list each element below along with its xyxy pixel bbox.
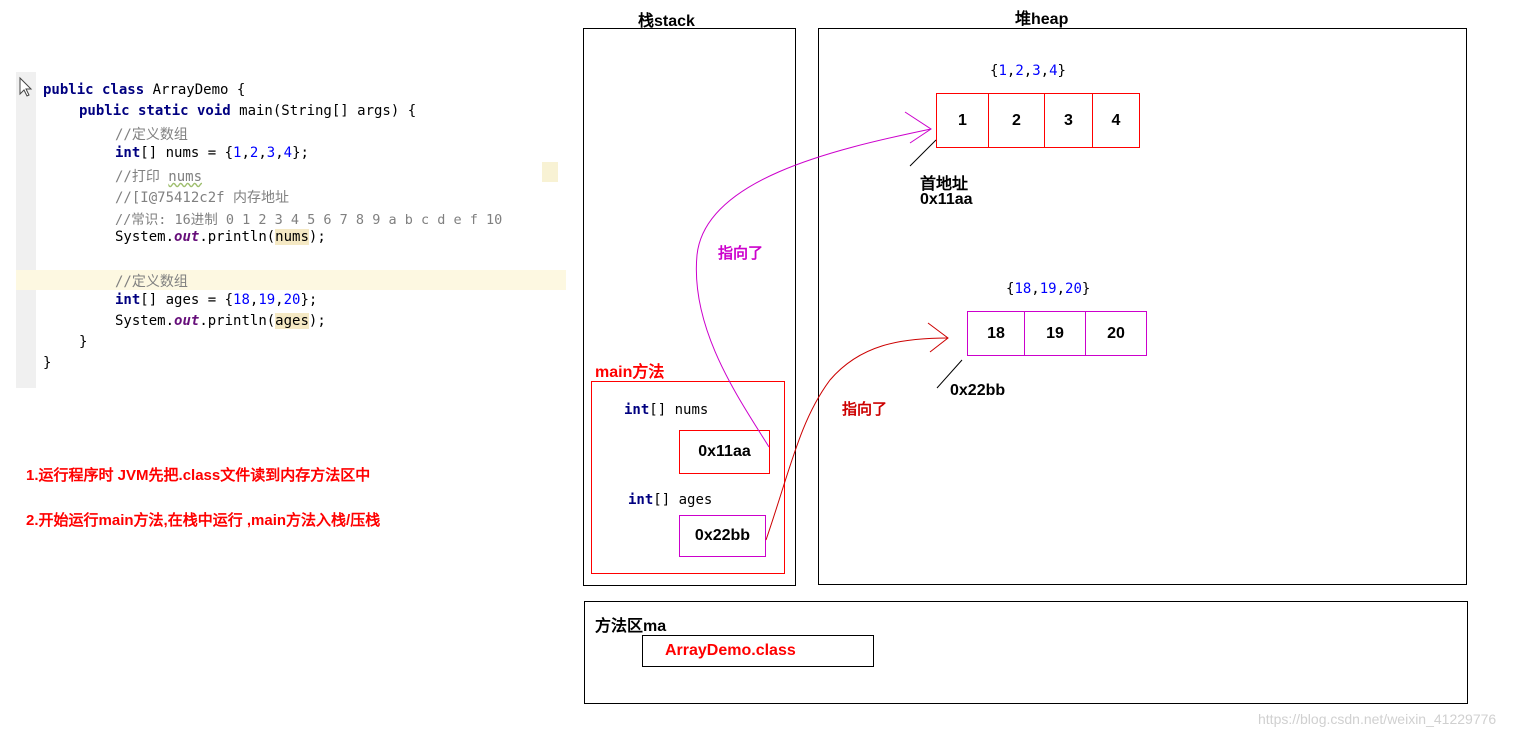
var-nums-value-box: 0x11aa <box>679 430 770 474</box>
method-area-title: 方法区ma <box>595 618 667 635</box>
array1-cell: 4 <box>1111 111 1121 129</box>
array1-literal-label: {1,2,3,4} <box>990 63 1066 79</box>
code-line-2: public static void main(String[] args) { <box>79 103 417 119</box>
array1-cell: 2 <box>989 94 1045 147</box>
array1-cell: 3 <box>1045 94 1093 147</box>
note-step-2: 2.开始运行main方法,在栈中运行 ,main方法入栈/压栈 <box>26 512 381 529</box>
var-ages-value-box: 0x22bb <box>679 515 766 557</box>
pointer-label-nums: 指向了 <box>718 245 764 262</box>
array1: 1 2 3 4 <box>936 93 1140 148</box>
array2-address: 0x22bb <box>950 382 1006 399</box>
array1-cell: 1 <box>937 94 989 147</box>
code-line-6: //[I@75412c2f 内存地址 <box>115 190 290 206</box>
note-step-1: 1.运行程序时 JVM先把.class文件读到内存方法区中 <box>26 467 371 484</box>
arrowhead-ages <box>927 322 949 353</box>
method-area-box <box>584 601 1468 704</box>
stack-title: 栈stack <box>638 13 695 30</box>
arrowhead-nums <box>904 111 932 144</box>
main-frame-box <box>591 381 785 574</box>
array2-cell: 20 <box>1107 324 1125 342</box>
editor-gutter <box>16 72 36 388</box>
heap-title: 堆heap <box>1015 11 1069 28</box>
class-file-box: ArrayDemo.class <box>642 635 874 667</box>
array2-cell: 19 <box>1025 312 1086 355</box>
array1-address-leader <box>909 139 937 167</box>
code-line-10: //定义数组 <box>115 274 188 290</box>
array1-address: 0x11aa <box>920 191 973 208</box>
var-ages-decl: int[] ages <box>628 492 713 508</box>
code-line-3: //定义数组 <box>115 127 188 143</box>
var-nums-decl: int[] nums <box>624 402 709 418</box>
var-ages-value: 0x22bb <box>694 527 751 544</box>
array1-address-title: 首地址 <box>920 176 969 193</box>
code-line-8: System.out.println(nums); <box>115 229 326 245</box>
code-line-5: //打印 nums <box>115 169 203 185</box>
array2-literal-label: {18,19,20} <box>1006 281 1091 297</box>
watermark: https://blog.csdn.net/weixin_41229776 <box>1258 711 1497 727</box>
var-nums-value: 0x11aa <box>698 443 751 460</box>
heap-box <box>818 28 1467 585</box>
code-line-4: int[] nums = {1,2,3,4}; <box>115 145 309 161</box>
pointer-label-ages: 指向了 <box>842 401 888 418</box>
stack-box <box>583 28 796 586</box>
highlighted-line <box>16 270 566 290</box>
code-line-11: int[] ages = {18,19,20}; <box>115 292 318 308</box>
main-frame-title: main方法 <box>595 364 665 381</box>
pointer-arrow-nums <box>695 128 932 448</box>
code-line-7: //常识: 16进制 0 1 2 3 4 5 6 7 8 9 a b c d e… <box>115 212 503 228</box>
class-file-name: ArrayDemo.class <box>665 642 796 659</box>
array2: 18 19 20 <box>967 311 1147 356</box>
code-line-1: public class ArrayDemo { <box>43 82 246 98</box>
code-line-13: } <box>79 334 88 350</box>
mouse-cursor-icon <box>19 76 33 97</box>
code-line-12: System.out.println(ages); <box>115 313 326 329</box>
highlight-marker <box>542 162 558 182</box>
array2-cell: 18 <box>968 312 1025 355</box>
array2-address-leader <box>936 359 963 389</box>
pointer-arrow-ages <box>765 337 949 541</box>
code-line-14: } <box>43 355 52 371</box>
code-editor: public class ArrayDemo { public static v… <box>16 72 566 388</box>
